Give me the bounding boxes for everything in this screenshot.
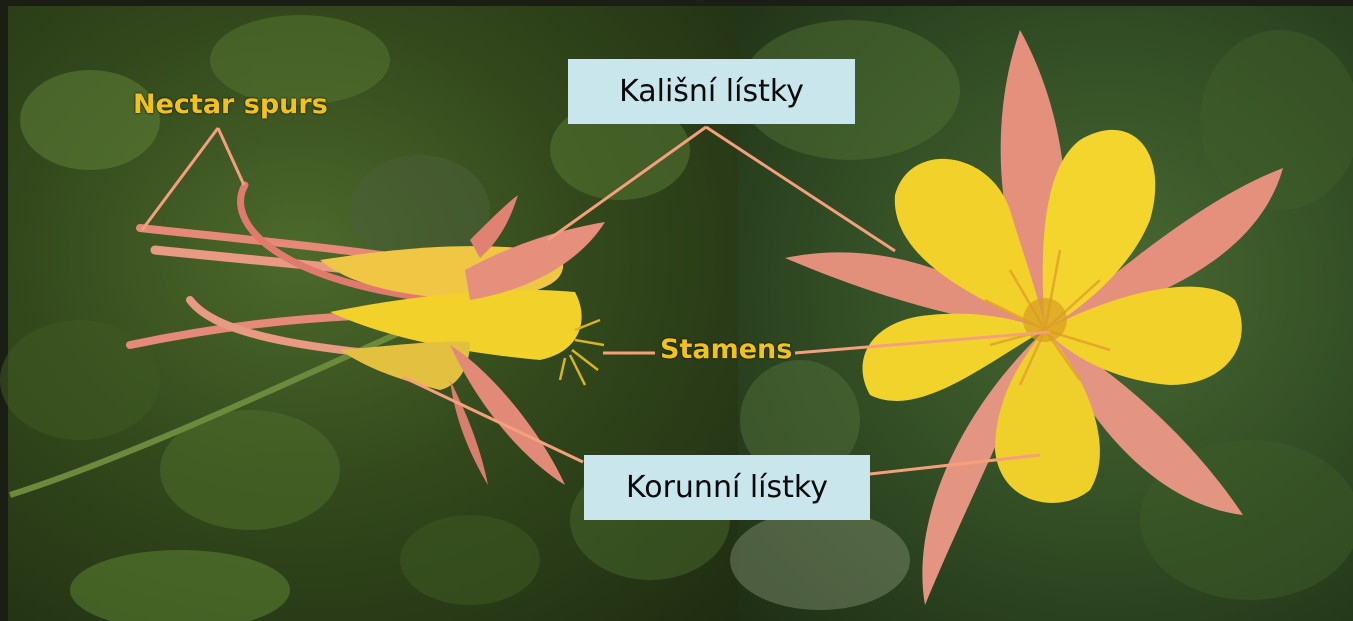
spurs-pointer-2: [218, 128, 244, 185]
nectar-spurs-label: Nectar spurs: [133, 89, 328, 120]
calyx-label: Kališní lístky: [619, 74, 804, 109]
corolla-label: Korunní lístky: [626, 470, 828, 505]
calyx-label-box: Kališní lístky: [568, 59, 855, 124]
stamens-label: Stamens: [660, 334, 792, 365]
corolla-label-box: Korunní lístky: [584, 455, 870, 520]
spurs-pointer-1: [142, 128, 218, 230]
